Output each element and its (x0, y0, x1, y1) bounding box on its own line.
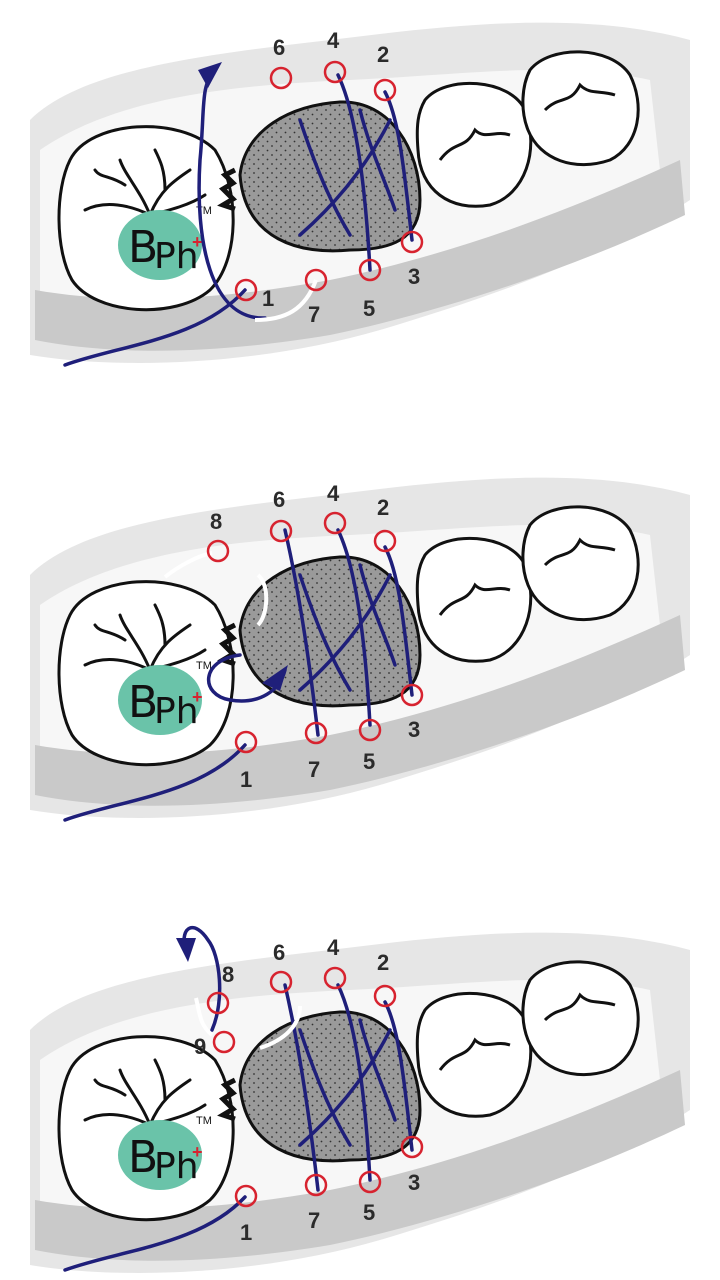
logo-plus: + (192, 687, 203, 707)
needle (194, 997, 214, 1037)
premolar-tooth-2 (521, 50, 640, 167)
logo-b: B (128, 222, 158, 273)
arrow-head-icon (262, 665, 288, 691)
label-2: 2 (377, 42, 389, 67)
label-4: 4 (327, 28, 340, 53)
logo-circle (118, 210, 202, 280)
tooth-fissure-icon (83, 603, 207, 672)
label-4: 4 (327, 481, 340, 506)
logo-ph: Ph (154, 691, 199, 732)
arrow-head-icon (176, 938, 196, 962)
fissure-icon (543, 82, 616, 112)
arrow-head-icon (198, 62, 222, 88)
label-5: 5 (363, 1200, 375, 1225)
premolar-tooth-1 (415, 81, 533, 208)
label-2: 2 (377, 950, 389, 975)
fissure-icon (438, 127, 511, 161)
suture-threads (63, 68, 414, 367)
panel-step-2: B Ph + TM 8 6 4 2 3 5 7 1 (30, 477, 690, 822)
label-1: 1 (240, 767, 252, 792)
label-9: 9 (194, 1034, 206, 1059)
logo-plus: + (192, 232, 203, 252)
label-6: 6 (273, 940, 285, 965)
needle (256, 573, 269, 627)
fissure-icon (438, 582, 511, 616)
logo-plus: + (192, 1142, 203, 1162)
label-2: 2 (377, 495, 389, 520)
label-3: 3 (408, 717, 420, 742)
label-7: 7 (308, 757, 320, 782)
logo-circle (118, 1120, 202, 1190)
membrane-graft (238, 100, 422, 253)
premolar-tooth-2 (521, 960, 640, 1077)
logo-ph: Ph (154, 236, 199, 277)
label-6: 6 (273, 487, 285, 512)
label-7: 7 (308, 302, 320, 327)
label-5: 5 (363, 749, 375, 774)
label-1: 1 (240, 1220, 252, 1245)
premolar-tooth-1 (415, 991, 533, 1118)
label-1: 1 (262, 286, 274, 311)
label-3: 3 (408, 264, 420, 289)
panel-step-3: B Ph + TM 8 9 6 4 2 3 5 7 1 (30, 925, 690, 1273)
needle (259, 1005, 302, 1050)
logo-tm: TM (196, 1115, 212, 1127)
logo-b: B (128, 1132, 158, 1183)
logo-b: B (128, 677, 158, 728)
label-7: 7 (308, 1208, 320, 1233)
label-6: 6 (273, 35, 285, 60)
logo-ph: Ph (154, 1146, 199, 1187)
gum-shade (35, 615, 685, 806)
membrane-edge (217, 1077, 238, 1122)
logo-circle (118, 665, 202, 735)
label-3: 3 (408, 1170, 420, 1195)
fissure-icon (543, 992, 616, 1022)
logo-tm: TM (196, 660, 212, 672)
label-5: 5 (363, 296, 375, 321)
label-8: 8 (210, 509, 222, 534)
suture-threads (63, 925, 414, 1272)
puncture-markers (206, 511, 424, 754)
tooth-fissure-icon (83, 1058, 207, 1127)
panel-step-1: B Ph + TM 6 4 2 3 5 7 1 (30, 22, 690, 367)
gum-shade (35, 160, 685, 351)
puncture-markers (234, 60, 424, 302)
label-4: 4 (327, 935, 340, 960)
puncture-markers (206, 966, 424, 1208)
fissure-icon (438, 1037, 511, 1071)
label-8: 8 (222, 962, 234, 987)
premolar-tooth-2 (521, 505, 640, 622)
gum-shade (35, 1070, 685, 1261)
fissure-icon (543, 537, 616, 567)
membrane-edge (217, 167, 238, 212)
premolar-tooth-1 (415, 536, 533, 663)
